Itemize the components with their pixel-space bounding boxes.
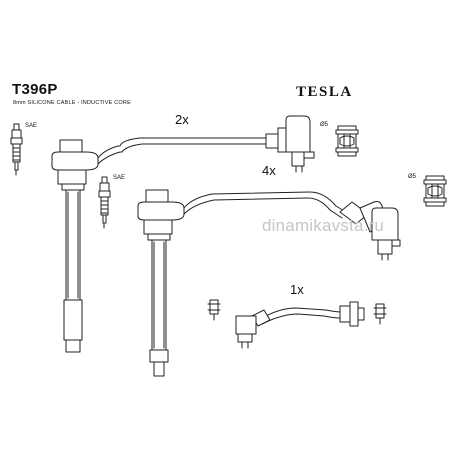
terminal-small-icon [207, 299, 221, 321]
terminal-detail-icon [423, 175, 447, 207]
part-code: T396P [12, 81, 58, 98]
watermark: dinamikavsta.ru [262, 216, 385, 235]
terminal-detail-icon [335, 125, 359, 157]
wire-terminal-connector [265, 115, 315, 173]
cable-spec: 8mm SILICONE CABLE - INDUCTIVE CORE [13, 100, 131, 106]
diameter-label: Ø5 [408, 174, 417, 180]
cable-top [97, 133, 289, 165]
terminal-small-icon [373, 303, 387, 325]
cable-short [261, 307, 343, 325]
wire-terminal-connector [339, 301, 365, 327]
quantity-label-bottom: 1x [290, 282, 304, 297]
cable-middle [183, 191, 347, 219]
plug-boot-long [137, 189, 185, 377]
sae-label: SAE [25, 123, 38, 129]
spark-plug-icon [98, 176, 111, 229]
plug-boot-long [51, 139, 99, 353]
quantity-label-top: 2x [175, 112, 189, 127]
diameter-label: Ø5 [320, 122, 329, 128]
spark-plug-icon [10, 123, 23, 176]
wire-terminal-connector [235, 309, 271, 349]
wire-terminal-connector [339, 201, 401, 261]
sae-label: SAE [113, 175, 126, 181]
brand-logo: TESLA [296, 84, 353, 100]
quantity-label-middle: 4x [262, 163, 276, 178]
